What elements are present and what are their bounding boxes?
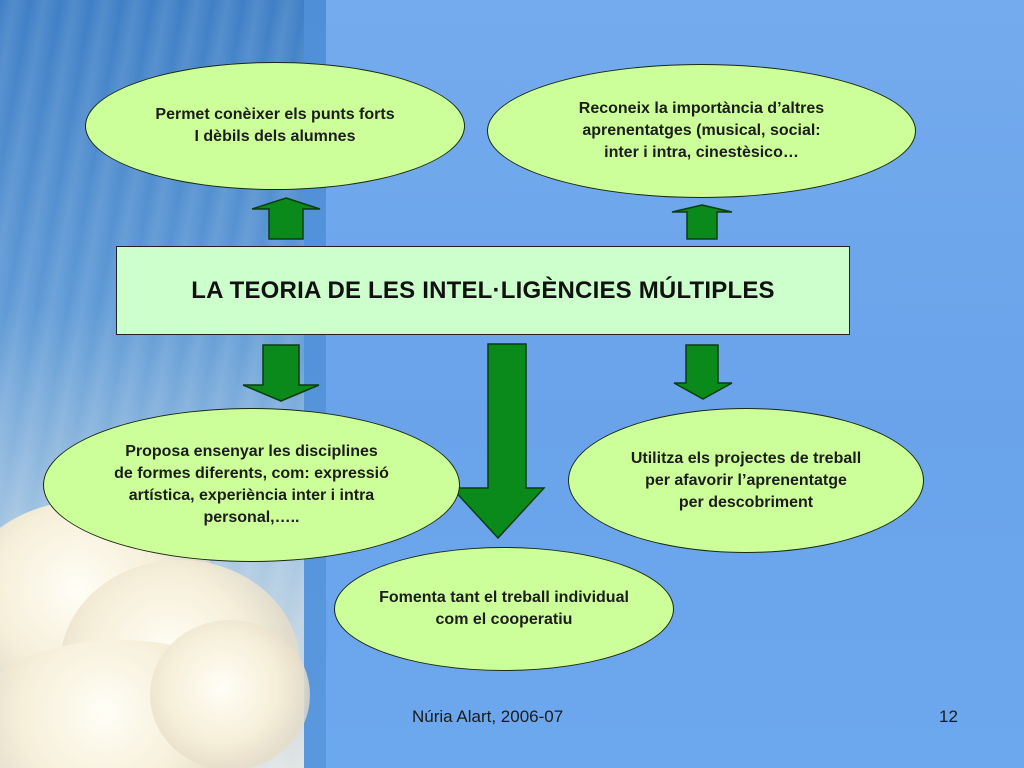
arrow-down-icon [242, 344, 320, 402]
bubble-teach-disciplines: Proposa ensenyar les disciplines de form… [43, 408, 460, 562]
bubble-strengths: Permet conèixer els punts forts I dèbils… [85, 62, 465, 190]
diagram-title: LA TEORIA DE LES INTEL·LIGÈNCIES MÚLTIPL… [191, 276, 775, 304]
arrow-down-icon [450, 343, 546, 540]
arrow-up-icon [671, 204, 733, 240]
cloud-decoration [150, 620, 310, 768]
bubble-text: Permet conèixer els punts forts I dèbils… [155, 106, 395, 145]
bubble-text: Utilitza els projectes de treball per af… [630, 449, 862, 511]
bubble-other-learnings: Reconeix la importància d’altres aprenen… [487, 64, 916, 198]
bubble-individual-cooperative: Fomenta tant el treball individual com e… [334, 547, 674, 671]
bubble-text: Reconeix la importància d’altres aprenen… [578, 100, 825, 161]
bubble-text: Fomenta tant el treball individual com e… [379, 589, 629, 628]
arrow-down-icon [673, 344, 733, 400]
footer-author: Núria Alart, 2006-07 [412, 707, 564, 726]
divider-stripe [304, 0, 326, 768]
page-number: 12 [939, 707, 958, 726]
central-title-box: LA TEORIA DE LES INTEL·LIGÈNCIES MÚLTIPL… [116, 246, 850, 335]
arrow-up-icon [251, 197, 321, 240]
bubble-text: Proposa ensenyar les disciplines de form… [114, 443, 389, 526]
bubble-projects: Utilitza els projectes de treball per af… [568, 408, 924, 553]
